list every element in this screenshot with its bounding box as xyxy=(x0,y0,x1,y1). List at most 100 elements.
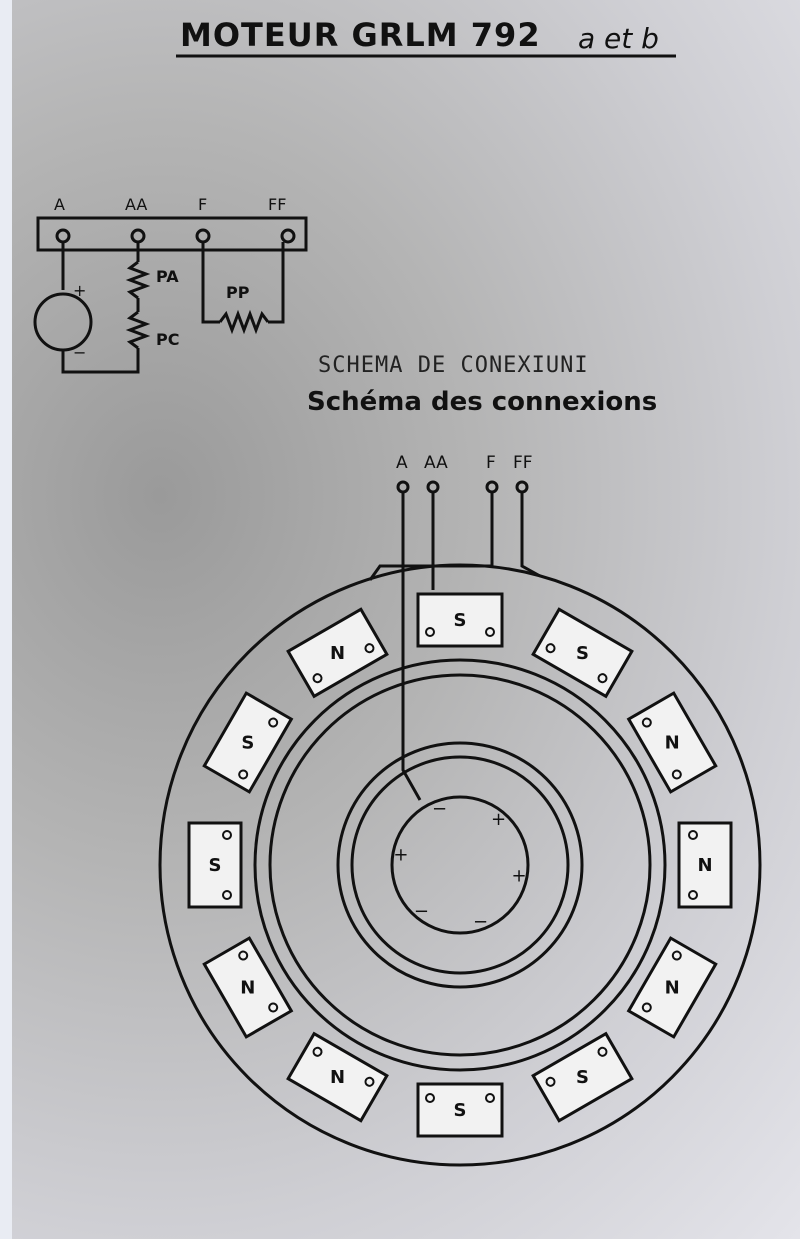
pole-terminal xyxy=(222,830,232,840)
pole-5 xyxy=(626,936,718,1039)
pole-12 xyxy=(286,607,389,699)
pole-terminal xyxy=(597,673,608,684)
armature-sign: − xyxy=(432,799,447,820)
pole-label: S xyxy=(576,1067,589,1088)
pole-terminal xyxy=(485,627,495,637)
pole-box xyxy=(286,1031,389,1123)
pole-box xyxy=(286,607,389,699)
pole-terminal xyxy=(485,1093,495,1103)
top-terminal-label-ff: FF xyxy=(268,195,286,214)
pole-label: N xyxy=(665,733,680,754)
resistor-pc-symbol xyxy=(125,310,151,350)
terminal-ff xyxy=(280,228,296,244)
pole-label: N xyxy=(330,1067,345,1088)
top-terminal-label-a: A xyxy=(54,195,65,214)
top-schematic xyxy=(33,216,308,374)
handwritten-caption: SCHEMA DE CONEXIUNI xyxy=(318,353,589,378)
document-title-suffix: a et b xyxy=(578,22,659,55)
wire-ff xyxy=(268,242,285,324)
pole-4 xyxy=(677,821,733,909)
diagram-terminal-label-aa: AA xyxy=(424,453,448,473)
pole-terminal xyxy=(364,643,375,654)
winding-ring-outer xyxy=(253,658,667,1072)
pole-terminal xyxy=(545,1076,556,1087)
pole-terminal xyxy=(425,627,435,637)
top-terminal-label-aa: AA xyxy=(125,195,147,214)
pole-terminal xyxy=(312,1046,323,1057)
wire-ff-down xyxy=(520,492,541,578)
pole-label: S xyxy=(576,643,589,664)
pole-terminal xyxy=(238,950,249,961)
pole-6 xyxy=(531,1031,634,1123)
wire-f xyxy=(201,242,220,324)
pole-terminal xyxy=(641,717,652,728)
pole-3 xyxy=(626,691,718,794)
pole-label: S xyxy=(209,855,222,876)
pole-label: S xyxy=(454,610,467,631)
pole-label: N xyxy=(697,855,712,876)
pole-box xyxy=(626,936,718,1039)
resistor-pa-symbol xyxy=(125,260,151,300)
resistor-pp-label: PP xyxy=(226,283,250,302)
diagram-terminal-a xyxy=(396,480,410,494)
pole-label: S xyxy=(241,733,254,754)
pole-box xyxy=(202,691,294,794)
pole-terminal xyxy=(671,769,682,780)
resistor-pa-label: PA xyxy=(156,267,179,286)
paper-edge xyxy=(0,0,12,1239)
pole-terminal xyxy=(268,1002,279,1013)
pole-7 xyxy=(416,1082,504,1138)
pole-box xyxy=(677,821,733,909)
armature-signs: −++−−+ xyxy=(393,799,526,933)
pole-box xyxy=(202,936,294,1039)
resistor-pp-symbol xyxy=(218,309,270,335)
diagram-terminal-f xyxy=(485,480,499,494)
pole-8 xyxy=(286,1031,389,1123)
pole-terminal xyxy=(425,1093,435,1103)
armature-ring-inner xyxy=(350,755,570,975)
pole-box xyxy=(531,607,634,699)
pole-box xyxy=(187,821,243,909)
armature-sign: + xyxy=(491,809,506,830)
pole-9 xyxy=(202,936,294,1039)
terminal-f xyxy=(195,228,211,244)
pole-box xyxy=(531,1031,634,1123)
pole-11 xyxy=(202,691,294,794)
diagram-terminal-label-f: F xyxy=(486,453,496,473)
terminal-block xyxy=(36,216,308,252)
pole-terminal xyxy=(641,1002,652,1013)
winding-ring-inner xyxy=(268,673,652,1057)
pole-terminal xyxy=(545,643,556,654)
pole-terminal xyxy=(597,1046,608,1057)
armature-symbol xyxy=(33,292,93,352)
pole-terminal xyxy=(268,717,279,728)
pole-2 xyxy=(531,607,634,699)
terminal-a xyxy=(55,228,71,244)
pole-terminal xyxy=(238,769,249,780)
top-terminal-label-f: F xyxy=(198,195,207,214)
pole-label: N xyxy=(665,978,680,999)
armature-ring-outer xyxy=(336,741,584,989)
diagram-terminal-label-a: A xyxy=(396,453,408,473)
pole-box xyxy=(626,691,718,794)
diagram-terminal-aa xyxy=(426,480,440,494)
armature-sign: − xyxy=(473,911,488,932)
pole-box xyxy=(416,1082,504,1138)
pole-terminal xyxy=(688,830,698,840)
diagram-terminal-ff xyxy=(515,480,529,494)
wire-a-down xyxy=(401,492,422,801)
pole-terminal xyxy=(222,890,232,900)
armature-minus: − xyxy=(73,343,86,362)
resistor-pc-label: PC xyxy=(156,330,179,349)
pole-1 xyxy=(416,592,504,648)
pole-terminal xyxy=(688,890,698,900)
section-title: Schéma des connexions xyxy=(307,387,657,417)
pole-label: N xyxy=(240,978,255,999)
armature-sign: − xyxy=(414,901,429,922)
pole-10 xyxy=(187,821,243,909)
pole-terminal xyxy=(671,950,682,961)
document-title: MOTEUR GRLM 792 xyxy=(180,16,541,54)
